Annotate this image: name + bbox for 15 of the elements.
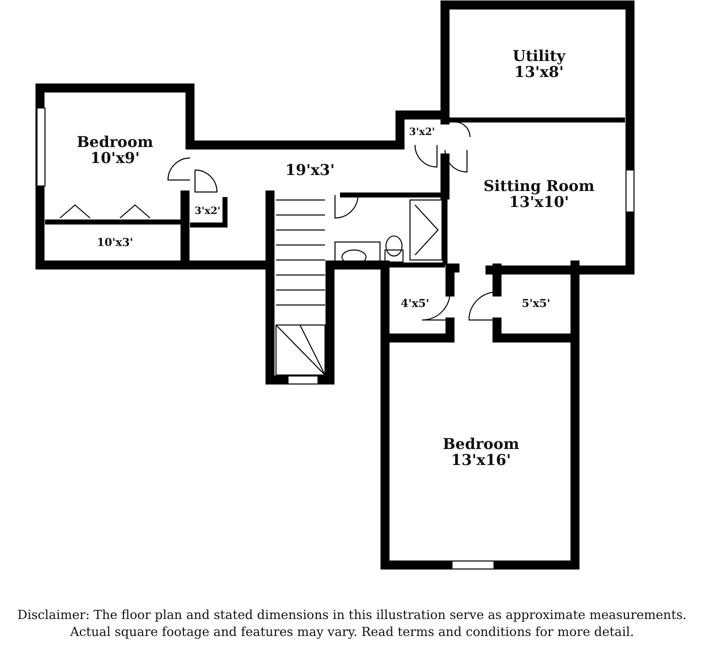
room-dimensions: 19'x3' xyxy=(285,162,335,178)
room-name: Sitting Room xyxy=(483,178,595,194)
room-dimensions: 10'x9' xyxy=(90,150,140,166)
room-dimensions: 3'x2' xyxy=(408,126,435,138)
room-dimensions: 4'x5' xyxy=(400,298,430,310)
room-dimensions: 13'x16' xyxy=(451,452,511,468)
room-dimensions: 3'x2' xyxy=(194,206,220,217)
room-dimensions: 13'x10' xyxy=(509,194,569,210)
room-name: Utility xyxy=(512,48,566,64)
room-dimensions: 5'x5' xyxy=(522,298,550,310)
disclaimer-text: Disclaimer: The floor plan and stated dimensions in this illustration serve as approximate measurements. Actual square footage and features may vary. Read terms and conditions for more detail. xyxy=(16,606,688,640)
room-name: Bedroom xyxy=(76,134,154,150)
room-dimensions: 10'x3' xyxy=(96,236,134,250)
room-dimensions: 13'x8' xyxy=(514,64,564,80)
room-name: Bedroom xyxy=(442,436,520,452)
